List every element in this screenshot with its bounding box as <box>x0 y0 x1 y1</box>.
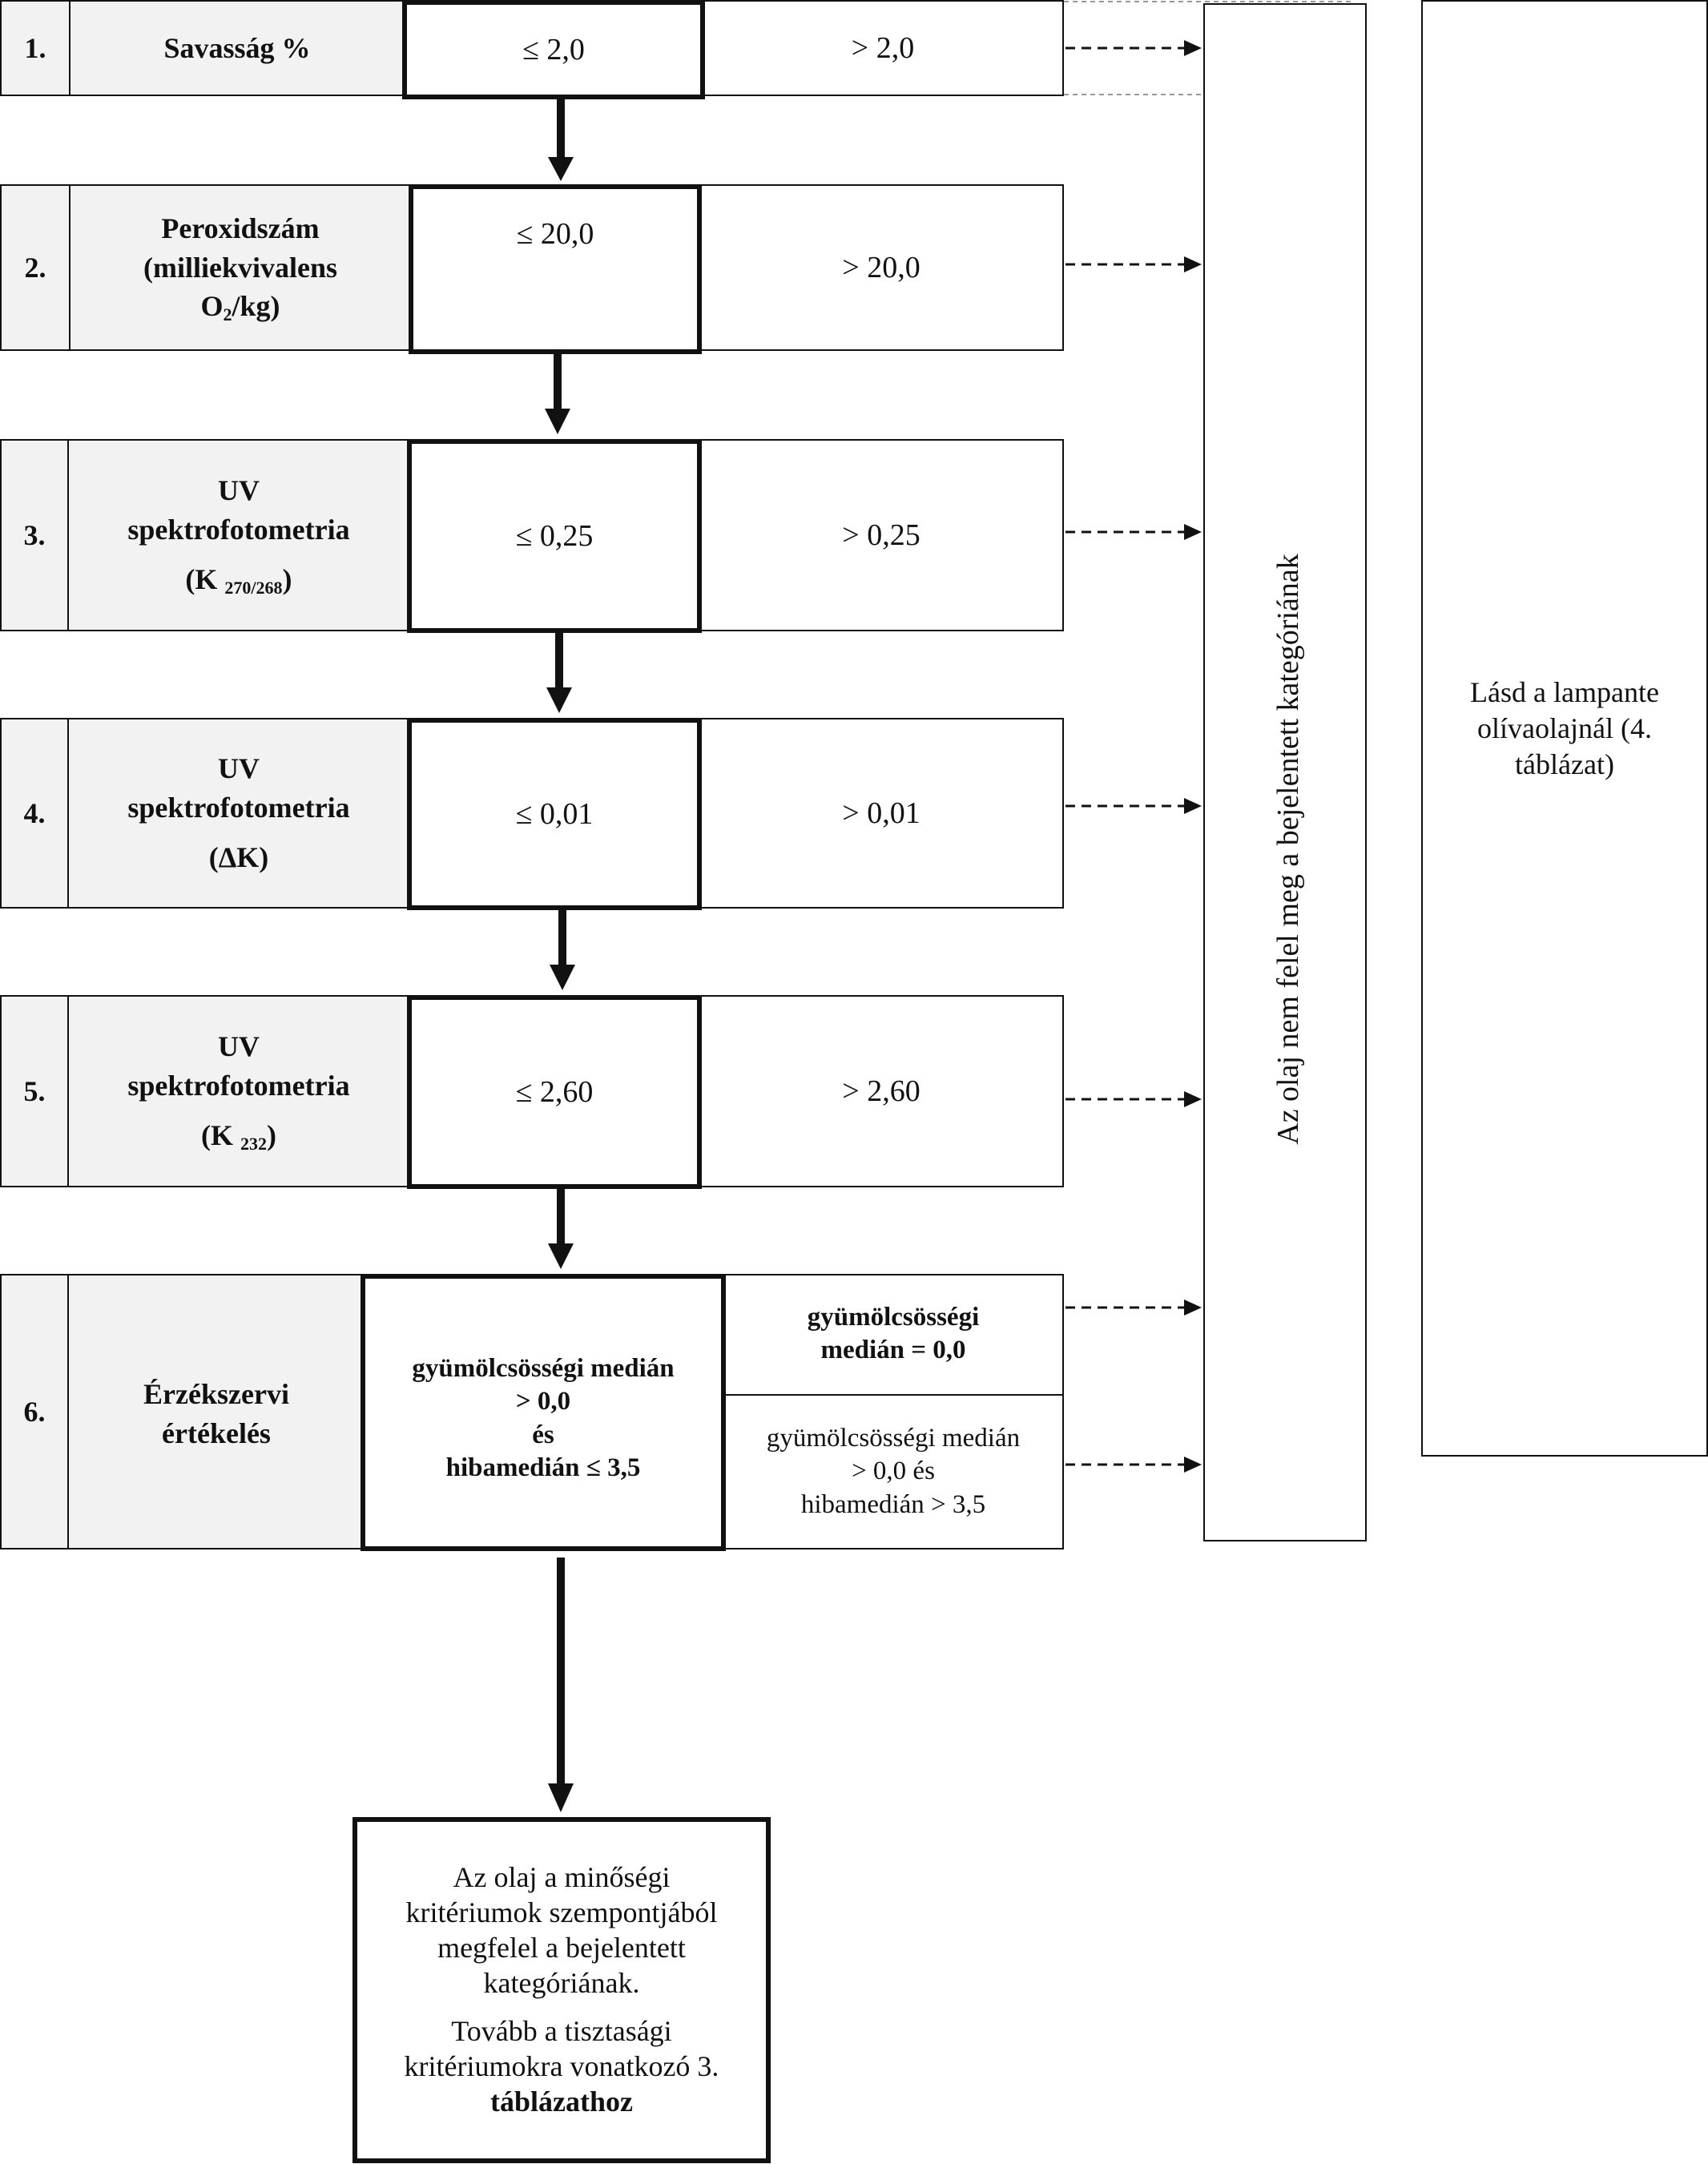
row-6-label: Érzékszervi értékelés <box>67 1274 365 1549</box>
row-3-label-line2: spektrofotometria <box>127 513 350 546</box>
result-line6: kritériumokra vonatkozó 3. <box>404 2049 719 2082</box>
row-6-fail-box-b: gyümölcsösségi medián > 0,0 és hibamediá… <box>723 1394 1064 1549</box>
row-2-label-line2: (milliekvivalens <box>143 251 337 284</box>
row-3-label-line1: UV <box>217 474 260 507</box>
result-line4: kategóriának. <box>483 1967 640 2000</box>
result-line1: Az olaj a minőségi <box>453 1861 671 1894</box>
row-4-fail-box: > 0,01 <box>699 718 1064 909</box>
row-2-label-line1: Peroxidszám <box>161 212 320 245</box>
row-6-fail-b-line3: hibamedián > 3,5 <box>800 1489 986 1519</box>
row-6-number: 6. <box>0 1274 69 1549</box>
down-arrow-head-4 <box>550 965 575 990</box>
row-2-fail-box: > 20,0 <box>699 184 1064 351</box>
dashed-arrow-head-5 <box>1184 1091 1202 1107</box>
row-6-fail-a-line2: medián = 0,0 <box>820 1336 966 1365</box>
down-arrow-head-2 <box>545 409 570 434</box>
row-3-label-line3: (K 270/268) <box>185 563 292 598</box>
row-6-pass-line4: hibamedián ≤ 3,5 <box>445 1453 641 1482</box>
row-5-label: UV spektrofotometria (K 232) <box>67 995 410 1187</box>
row-2-label-line3: O2/kg) <box>200 290 280 325</box>
row-2-number: 2. <box>0 184 70 351</box>
row-5-label-line1: UV <box>217 1030 260 1063</box>
row-6-pass-box: gyümölcsösségi medián > 0,0 és hibamediá… <box>361 1274 726 1551</box>
fail-column-box <box>1203 3 1367 1541</box>
row-6-pass-line2: > 0,0 <box>515 1387 571 1416</box>
row-5-fail-box: > 2,60 <box>699 995 1064 1187</box>
dashed-arrow-head-6a <box>1184 1300 1202 1316</box>
dashed-arrow-head-2 <box>1184 256 1202 272</box>
result-line3: megfelel a bejelentett <box>437 1932 686 1965</box>
row-5-label-line3: (K 232) <box>200 1119 276 1155</box>
result-line2: kritériumok szempontjából <box>405 1896 718 1929</box>
down-arrow-head-3 <box>546 687 572 713</box>
row-5-number: 5. <box>0 995 69 1187</box>
row-4-label-line1: UV <box>217 752 260 785</box>
lampante-note-box: Lásd a lampante olívaolajnál (4. tábláza… <box>1421 0 1708 1457</box>
down-arrow-head-6 <box>548 1783 574 1812</box>
row-6-fail-b-line1: gyümölcsösségi medián <box>766 1424 1021 1453</box>
row-4-label-line3: (ΔK) <box>208 841 269 874</box>
down-arrow-head-1 <box>548 157 574 181</box>
row-6-fail-a-line1: gyümölcsösségi <box>807 1303 980 1332</box>
row-6-label-line2: értékelés <box>162 1416 271 1449</box>
result-box: Az olaj a minőségi kritériumok szempontj… <box>352 1817 771 2163</box>
row-5-label-line2: spektrofotometria <box>127 1069 350 1102</box>
dashed-arrow-head-6b <box>1184 1457 1202 1473</box>
row-3-label: UV spektrofotometria (K 270/268) <box>67 439 410 631</box>
down-arrow-head-5 <box>548 1243 574 1269</box>
dashed-arrow-head-4 <box>1184 798 1202 814</box>
row-6-label-line1: Érzékszervi <box>143 1378 289 1410</box>
row-6-pass-line3: és <box>532 1420 554 1449</box>
row-6-pass-line1: gyümölcsösségi medián <box>412 1354 675 1383</box>
row-1-number: 1. <box>0 0 70 96</box>
lampante-note-text: Lásd a lampante olívaolajnál (4. tábláza… <box>1470 675 1659 780</box>
row-1-fail-box: > 2,0 <box>702 0 1064 96</box>
row-4-label: UV spektrofotometria (ΔK) <box>67 718 410 909</box>
row-2-label: Peroxidszám (milliekvivalens O2/kg) <box>69 184 412 351</box>
row-3-number: 3. <box>0 439 69 631</box>
result-line5: Tovább a tisztasági <box>451 2014 672 2047</box>
row-3-fail-box: > 0,25 <box>699 439 1064 631</box>
row-1-label: Savasság % <box>69 0 405 96</box>
row-4-pass-box: ≤ 0,01 <box>407 718 702 910</box>
dashed-arrow-head-1 <box>1184 40 1202 56</box>
row-6-fail-b-line2: > 0,0 és <box>852 1457 935 1486</box>
row-4-label-line2: spektrofotometria <box>127 791 350 824</box>
dashed-arrow-head-3 <box>1184 524 1202 540</box>
row-6-fail-box-a: gyümölcsösségi medián = 0,0 <box>723 1274 1064 1396</box>
result-line7: táblázathoz <box>490 2085 633 2118</box>
